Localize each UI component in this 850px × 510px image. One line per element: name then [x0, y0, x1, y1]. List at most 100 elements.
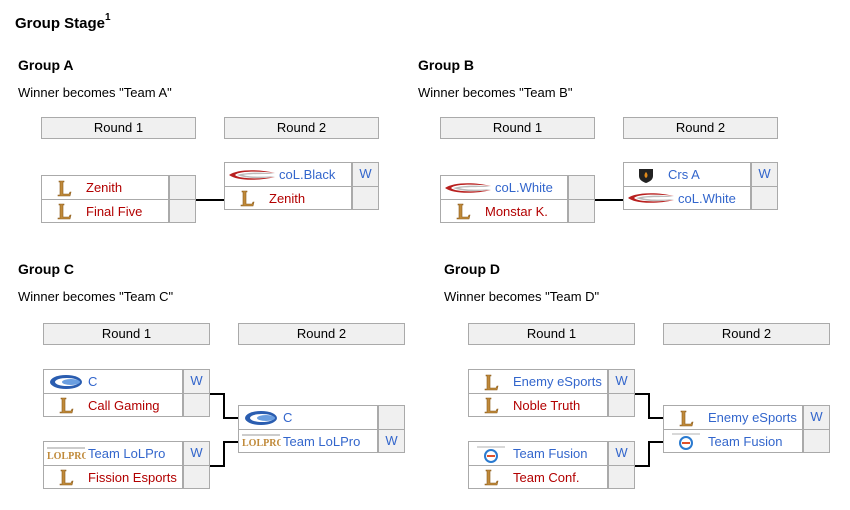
team-cell: Monstar K. — [441, 200, 567, 222]
lol-logo-icon — [441, 200, 485, 222]
score-cell — [567, 176, 594, 199]
team-name-link[interactable]: coL.White — [678, 190, 736, 206]
group-description: Winner becomes "Team B" — [418, 85, 573, 100]
group-title: Group C — [18, 261, 74, 277]
bracket-connector — [648, 441, 663, 443]
bracket-connector — [223, 441, 238, 443]
team-slot: coL.Black W — [225, 162, 378, 186]
team-cell: Zenith — [225, 187, 351, 209]
round-header: Round 2 — [663, 323, 830, 345]
team-cell: Fission Esports — [44, 466, 182, 488]
team-slot: C — [239, 405, 404, 429]
round-header: Round 2 — [623, 117, 778, 139]
team-slot: Fission Esports — [44, 465, 209, 489]
lol-logo-icon — [44, 394, 88, 416]
team-cell: C — [44, 370, 182, 393]
score-cell — [607, 394, 634, 416]
team-slot: Enemy eSports W — [664, 405, 829, 429]
lol-logo-icon — [42, 176, 86, 199]
team-slot: Zenith — [42, 175, 195, 199]
team-name-link[interactable]: Fission Esports — [88, 469, 177, 485]
team-cell: Team Fusion — [469, 442, 607, 465]
score-cell — [567, 200, 594, 222]
team-slot: Team Fusion W — [469, 441, 634, 465]
team-cell: Noble Truth — [469, 394, 607, 416]
score-cell — [168, 200, 195, 222]
group-title: Group A — [18, 57, 74, 73]
score-cell: W — [750, 163, 777, 186]
lol-logo-icon — [664, 406, 708, 429]
score-cell: W — [607, 442, 634, 465]
bracket-connector — [648, 417, 663, 419]
team-name-link[interactable]: Team LoLPro — [283, 433, 361, 449]
bracket-connector — [210, 465, 223, 467]
lol-logo-icon — [469, 466, 513, 488]
team-name-link[interactable]: Enemy eSports — [513, 374, 602, 389]
round-header: Round 1 — [41, 117, 196, 139]
group-description: Winner becomes "Team C" — [18, 289, 174, 304]
team-slot: Zenith — [225, 186, 378, 210]
team-slot: Team Conf. — [469, 465, 634, 489]
team-name-link[interactable]: Noble Truth — [513, 397, 581, 413]
team-name-link[interactable]: C — [88, 374, 98, 389]
team-slot: Final Five — [42, 199, 195, 223]
team-name-link[interactable]: Team Fusion — [513, 446, 588, 461]
group-description: Winner becomes "Team D" — [444, 289, 600, 304]
team-name-link[interactable]: coL.Black — [279, 167, 336, 182]
group-title: Group D — [444, 261, 500, 277]
score-cell: W — [351, 163, 378, 186]
footnote-link[interactable]: 1 — [105, 12, 111, 23]
team-name-link[interactable]: Team LoLPro — [88, 446, 166, 461]
team-cell: Final Five — [42, 200, 168, 222]
score-cell: W — [802, 406, 829, 429]
team-slot: coL.White — [624, 186, 777, 210]
team-name-link[interactable]: coL.White — [495, 180, 553, 195]
team-name-link[interactable]: Crs A — [668, 167, 700, 182]
bracket-connector — [635, 465, 648, 467]
team-slot: Call Gaming — [44, 393, 209, 417]
lolpro-logo-icon: LOLPRO — [239, 430, 283, 452]
team-slot: Noble Truth — [469, 393, 634, 417]
svg-text:LOLPRO: LOLPRO — [47, 451, 86, 461]
bracket-connector — [196, 199, 224, 201]
team-cell: Team Fusion — [664, 430, 802, 452]
team-cell: Zenith — [42, 176, 168, 199]
team-cell: Enemy eSports — [664, 406, 802, 429]
round-header: Round 2 — [224, 117, 379, 139]
team-name-link[interactable]: Zenith — [269, 190, 306, 206]
team-cell: coL.Black — [225, 163, 351, 186]
team-cell: coL.White — [624, 187, 750, 209]
match-box: Team Fusion W Team Conf. — [468, 441, 635, 489]
lol-logo-icon — [469, 370, 513, 393]
score-cell — [168, 176, 195, 199]
score-cell: W — [182, 370, 209, 393]
bracket-connector — [648, 393, 650, 418]
team-name-link[interactable]: Enemy eSports — [708, 410, 797, 425]
bracket-connector — [223, 441, 225, 467]
team-name-link[interactable]: Zenith — [86, 180, 123, 195]
team-name-link[interactable]: Call Gaming — [88, 397, 160, 413]
fusion-logo-icon — [664, 430, 708, 452]
team-name-link[interactable]: Team Fusion — [708, 433, 783, 449]
team-name-link[interactable]: C — [283, 410, 293, 425]
team-name-link[interactable]: Final Five — [86, 203, 143, 219]
lol-logo-icon — [42, 200, 86, 222]
round-header: Round 1 — [43, 323, 210, 345]
score-cell — [607, 466, 634, 488]
team-slot: Crs A W — [624, 162, 777, 186]
bracket-connector — [223, 393, 225, 418]
score-cell: W — [182, 442, 209, 465]
team-name-link[interactable]: Monstar K. — [485, 203, 548, 219]
team-cell: C — [239, 406, 377, 429]
score-cell — [182, 466, 209, 488]
team-name-link[interactable]: Team Conf. — [513, 469, 580, 485]
